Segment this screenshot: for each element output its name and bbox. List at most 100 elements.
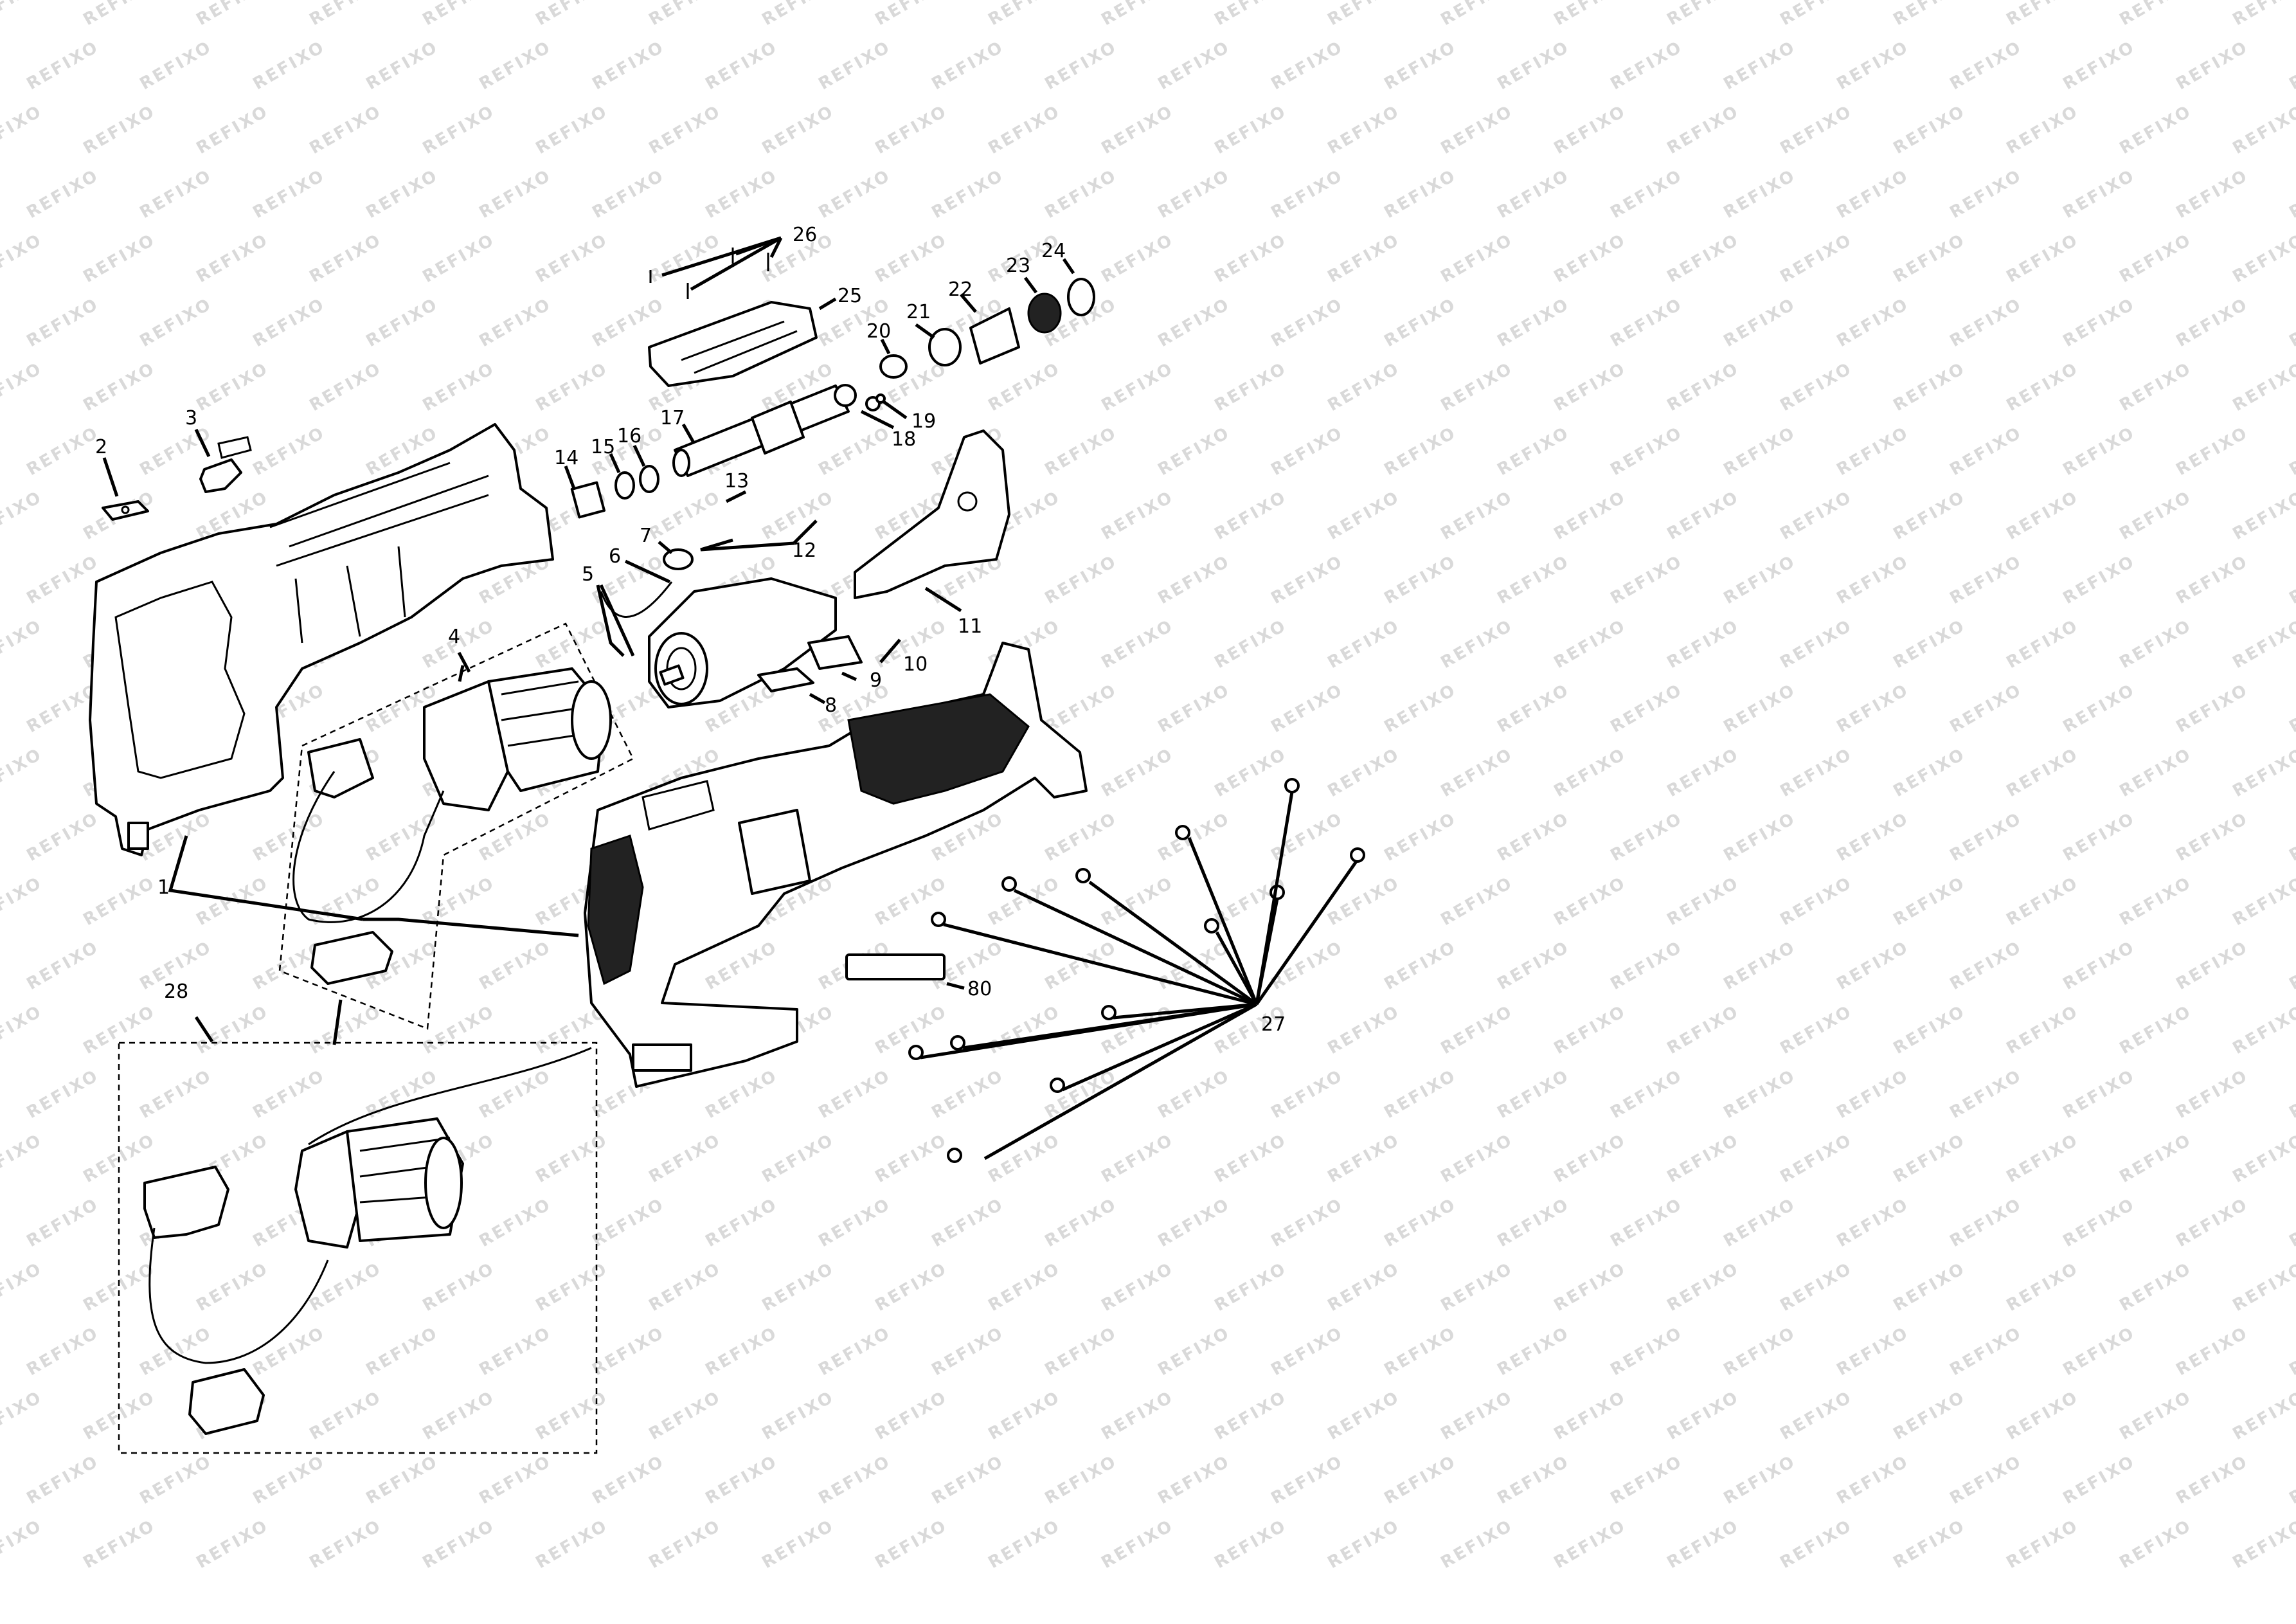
watermark-text: REFIXO	[2004, 1130, 2083, 1187]
watermark-text: REFIXO	[1890, 102, 1969, 158]
watermark-text: REFIXO	[1042, 1323, 1121, 1380]
watermark-text: REFIXO	[816, 423, 895, 480]
watermark-text: REFIXO	[1325, 102, 1404, 158]
watermark-text: REFIXO	[872, 1516, 951, 1573]
watermark-text: REFIXO	[985, 1002, 1064, 1058]
watermark-text: REFIXO	[1664, 230, 1743, 287]
watermark-text: REFIXO	[1664, 487, 1743, 544]
bracket	[854, 429, 1010, 599]
watermark-text: REFIXO	[1042, 552, 1121, 608]
watermark-text: REFIXO	[1777, 1516, 1856, 1573]
label-plate	[845, 953, 946, 980]
watermark-text: REFIXO	[533, 1130, 612, 1187]
watermark-text: REFIXO	[2173, 1195, 2252, 1251]
watermark-text: REFIXO	[363, 37, 442, 94]
watermark-text: REFIXO	[0, 873, 46, 930]
leader-line-27	[920, 1002, 1257, 1060]
watermark-text: REFIXO	[476, 1323, 555, 1380]
watermark-text: REFIXO	[1721, 166, 1800, 222]
watermark-text: REFIXO	[2117, 102, 2196, 158]
watermark-text: REFIXO	[533, 359, 612, 415]
watermark-text: REFIXO	[1155, 294, 1234, 351]
watermark-text: REFIXO	[2004, 102, 2083, 158]
leader-line-27	[1255, 860, 1358, 1006]
watermark-text: REFIXO	[1551, 1259, 1630, 1315]
watermark-text: REFIXO	[2286, 1452, 2296, 1508]
watermark-text: REFIXO	[2286, 1195, 2296, 1251]
watermark-text: REFIXO	[1099, 230, 1178, 287]
saw-body	[584, 642, 1088, 1088]
watermark-text: REFIXO	[1494, 423, 1574, 480]
watermark-text: REFIXO	[1777, 873, 1856, 930]
watermark-text: REFIXO	[2004, 1516, 2083, 1573]
watermark-text: REFIXO	[1042, 423, 1121, 480]
label-18: 18	[892, 428, 916, 451]
watermark-text: REFIXO	[1608, 166, 1687, 222]
watermark-text: REFIXO	[24, 937, 103, 994]
watermark-text: REFIXO	[1721, 1195, 1800, 1251]
watermark-text: REFIXO	[816, 1066, 895, 1123]
watermark-text: REFIXO	[2173, 294, 2252, 351]
watermark-text: REFIXO	[2230, 1259, 2296, 1315]
watermark-text: REFIXO	[985, 102, 1064, 158]
watermark-text: REFIXO	[193, 230, 273, 287]
replacement-motor-assembly	[118, 1042, 598, 1454]
watermark-text: REFIXO	[2117, 873, 2196, 930]
watermark-text: REFIXO	[1890, 487, 1969, 544]
watermark-text: REFIXO	[589, 1195, 668, 1251]
watermark-text: REFIXO	[1042, 1452, 1121, 1508]
watermark-text: REFIXO	[1155, 1452, 1234, 1508]
watermark-text: REFIXO	[1381, 552, 1460, 608]
label-24: 24	[1041, 240, 1066, 262]
watermark-text: REFIXO	[1494, 166, 1574, 222]
watermark-text: REFIXO	[1325, 487, 1404, 544]
watermark-text: REFIXO	[476, 809, 555, 865]
watermark-text: REFIXO	[1551, 359, 1630, 415]
watermark-text: REFIXO	[985, 0, 1064, 30]
watermark-text: REFIXO	[2117, 1387, 2196, 1444]
watermark-text: REFIXO	[1155, 1195, 1234, 1251]
label-2: 2	[95, 436, 107, 458]
watermark-text: REFIXO	[1551, 1387, 1630, 1444]
watermark-text: REFIXO	[1721, 423, 1800, 480]
watermark-text: REFIXO	[2117, 1002, 2196, 1058]
watermark-text: REFIXO	[1212, 1387, 1291, 1444]
watermark-text: REFIXO	[1268, 166, 1347, 222]
watermark-text: REFIXO	[1325, 744, 1404, 801]
watermark-text: REFIXO	[1664, 1130, 1743, 1187]
watermark-text: REFIXO	[2060, 294, 2139, 351]
watermark-text: REFIXO	[2004, 744, 2083, 801]
watermark-text: REFIXO	[929, 1195, 1008, 1251]
watermark-text: REFIXO	[1890, 1516, 1969, 1573]
watermark-text: REFIXO	[2004, 230, 2083, 287]
watermark-text: REFIXO	[1890, 1387, 1969, 1444]
watermark-text: REFIXO	[1325, 1002, 1404, 1058]
watermark-text: REFIXO	[1099, 616, 1178, 672]
watermark-text: REFIXO	[137, 166, 216, 222]
watermark-text: REFIXO	[1890, 1002, 1969, 1058]
watermark-text: REFIXO	[24, 166, 103, 222]
watermark-text: REFIXO	[2004, 616, 2083, 672]
watermark-text: REFIXO	[1494, 37, 1574, 94]
watermark-text: REFIXO	[1438, 230, 1517, 287]
watermark-text: REFIXO	[985, 1130, 1064, 1187]
watermark-text: REFIXO	[1438, 102, 1517, 158]
watermark-text: REFIXO	[1664, 1259, 1743, 1315]
watermark-text: REFIXO	[1777, 487, 1856, 544]
watermark-text: REFIXO	[985, 1259, 1064, 1315]
watermark-text: REFIXO	[1325, 230, 1404, 287]
watermark-text: REFIXO	[1268, 1195, 1347, 1251]
watermark-text: REFIXO	[589, 1452, 668, 1508]
watermark-text: REFIXO	[1890, 744, 1969, 801]
leader-line-27	[983, 1002, 1258, 1160]
watermark-text: REFIXO	[1042, 1066, 1121, 1123]
watermark-text: REFIXO	[985, 359, 1064, 415]
leader-line-27	[1255, 898, 1279, 1005]
watermark-text: REFIXO	[1777, 1002, 1856, 1058]
watermark-text: REFIXO	[1381, 937, 1460, 994]
watermark-text: REFIXO	[2286, 937, 2296, 994]
watermark-text: REFIXO	[816, 1323, 895, 1380]
plunger-shaft	[672, 384, 886, 477]
watermark-text: REFIXO	[985, 1516, 1064, 1573]
watermark-text: REFIXO	[1268, 294, 1347, 351]
